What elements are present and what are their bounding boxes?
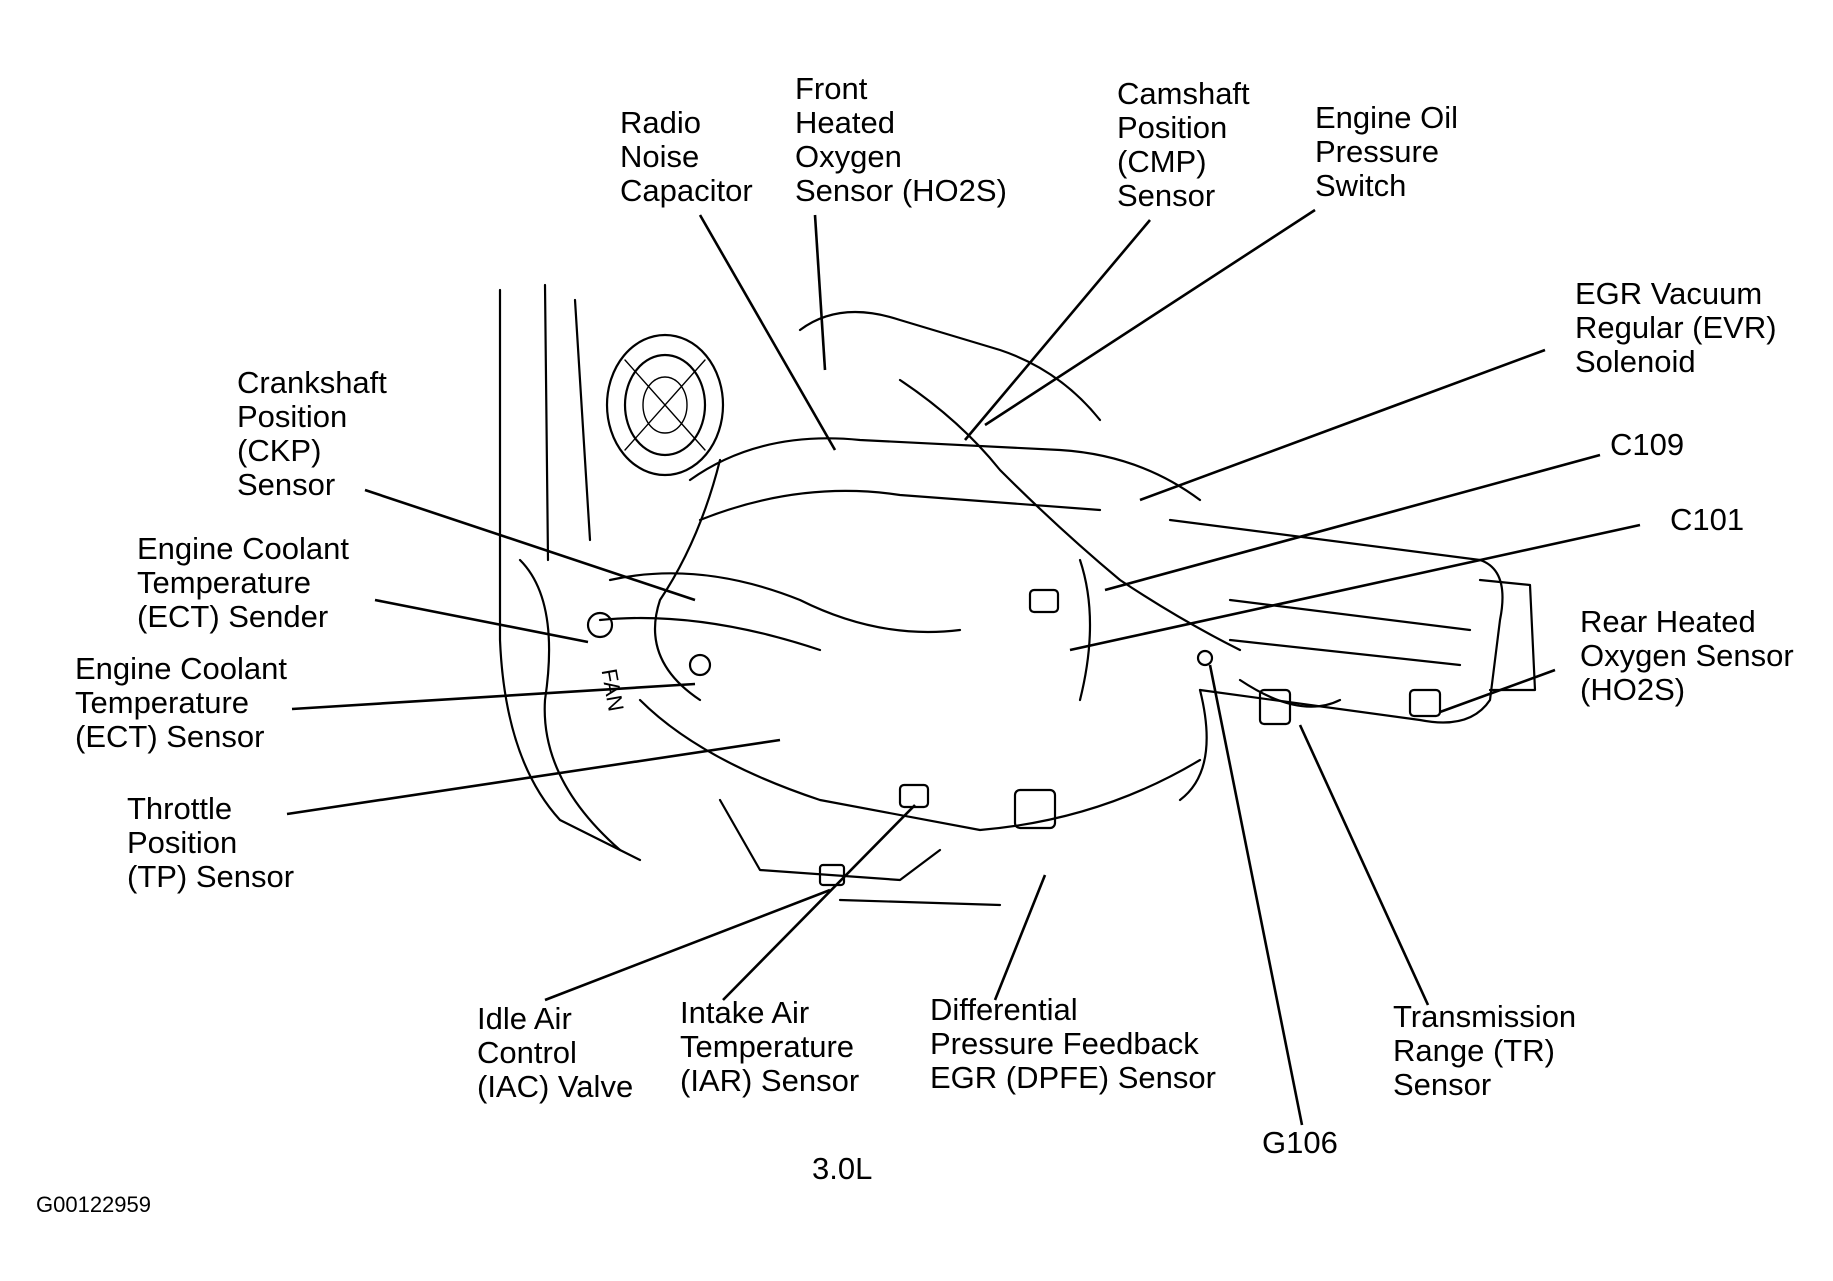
callout-oil-pressure-switch: Engine Oil Pressure Switch — [1315, 100, 1459, 203]
engine-outline: FAN — [498, 283, 1537, 907]
callout-iat-sensor: Intake Air Temperature (IAR) Sensor — [680, 995, 860, 1098]
callout-c109: C109 — [1610, 427, 1685, 462]
callout-ckp-sensor: Crankshaft Position (CKP) Sensor — [237, 365, 387, 502]
callout-ect-sender: Engine Coolant Temperature (ECT) Sender — [137, 531, 349, 634]
leader-lines — [286, 208, 1641, 1126]
callout-c101: C101 — [1670, 502, 1745, 537]
callout-front-ho2s: Front Heated Oxygen Sensor (HO2S) — [795, 71, 1007, 208]
callout-rear-ho2s: Rear Heated Oxygen Sensor (HO2S) — [1580, 604, 1794, 707]
engine-caption: 3.0L — [812, 1151, 873, 1186]
callout-cmp-sensor: Camshaft Position (CMP) Sensor — [1117, 76, 1250, 213]
callout-g106: G106 — [1262, 1125, 1338, 1160]
callout-dpfe-sensor: Differential Pressure Feedback EGR (DPFE… — [930, 992, 1216, 1095]
callout-iac-valve: Idle Air Control (IAC) Valve — [477, 1001, 634, 1104]
callout-radio-noise-capacitor: Radio Noise Capacitor — [620, 105, 753, 208]
callout-tp-sensor: Throttle Position (TP) Sensor — [127, 791, 295, 894]
figure-id: G00122959 — [36, 1192, 151, 1217]
callout-tr-sensor: Transmission Range (TR) Sensor — [1393, 999, 1577, 1102]
callout-ect-sensor: Engine Coolant Temperature (ECT) Sensor — [75, 651, 287, 754]
callout-evr-solenoid: EGR Vacuum Regular (EVR) Solenoid — [1575, 276, 1777, 379]
